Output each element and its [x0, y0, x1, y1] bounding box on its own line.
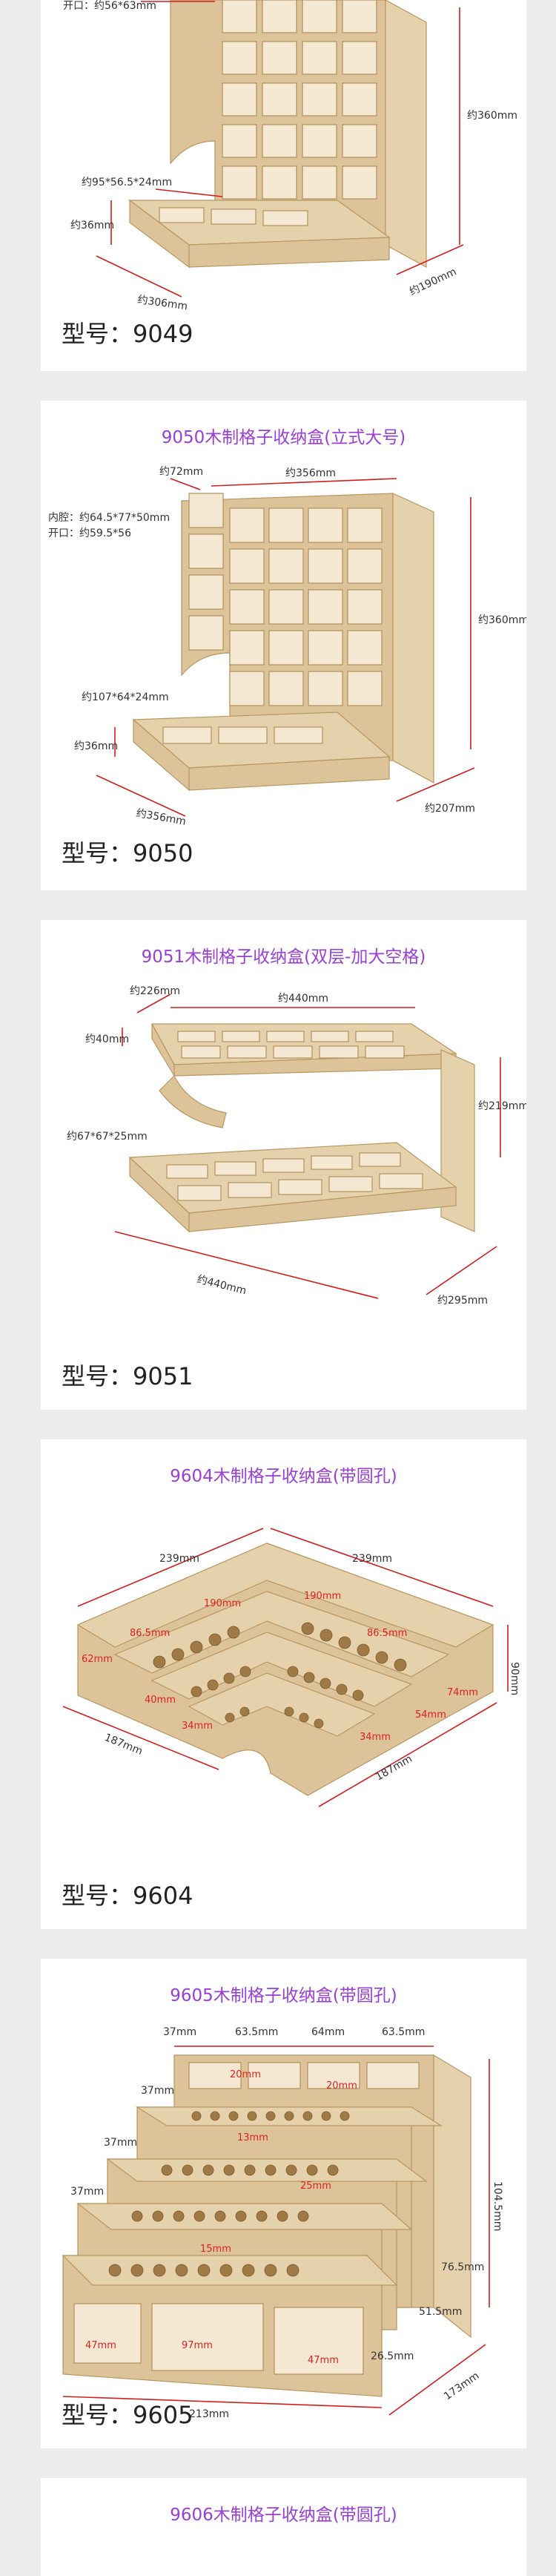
card-title: 9051木制格子收纳盒(双层-加大空格)	[141, 947, 426, 967]
label-h1: 74mm	[447, 1687, 478, 1698]
label-t3: 64mm	[311, 2026, 345, 2038]
label-depth: 约207mm	[425, 803, 475, 815]
model-number: 型号：9605	[62, 2401, 193, 2429]
label-d1: 47mm	[85, 2340, 116, 2351]
label-base-height: 约36mm	[74, 740, 118, 752]
label-top-right: 239mm	[352, 1553, 392, 1565]
label-inner-2: 86.5mm	[367, 1628, 407, 1639]
label-width: 约440mm	[196, 1273, 248, 1297]
label-tray-height: 约40mm	[85, 1034, 129, 1045]
label-s3: 37mm	[70, 2186, 104, 2198]
product-image-9050: 约72mm 约356mm 内腔：约64.5*77*50mm 开口：约59.5*5…	[48, 466, 526, 828]
model-number: 型号：9049	[62, 320, 193, 348]
label-h3: 34mm	[360, 1732, 391, 1743]
label-height: 104.5mm	[492, 2181, 503, 2231]
label-right: 187mm	[374, 1753, 414, 1784]
card-title: 9606木制格子收纳盒(带圆孔)	[170, 2506, 397, 2525]
label-r4: 25mm	[300, 2181, 331, 2192]
label-w2: 190mm	[304, 1591, 341, 1602]
product-image-9605: 37mm 63.5mm 64mm 63.5mm 37mm 37mm 37mm 1…	[62, 2026, 503, 2420]
product-card-9606: 9606木制格子收纳盒(带圆孔)	[41, 2478, 526, 2576]
label-r2: 20mm	[326, 2080, 357, 2092]
card-title: 9605木制格子收纳盒(带圆孔)	[170, 1986, 397, 2005]
label-height: 约360mm	[467, 110, 517, 122]
label-h4: 26.5mm	[371, 2350, 414, 2362]
label-height: 90mm	[509, 1662, 520, 1695]
label-h2: 54mm	[415, 1709, 446, 1721]
label-cell-size: 约95*56.5*24mm	[82, 177, 172, 188]
label-s1: 37mm	[141, 2085, 174, 2097]
label-h2: 76.5mm	[441, 2261, 484, 2273]
product-card-9050: 9050木制格子收纳盒(立式大号)	[41, 401, 526, 890]
product-card-9049: 开口：约56*63mm 约95*56.5*24mm 约36mm 约360mm 约…	[41, 0, 526, 371]
label-width: 213mm	[189, 2408, 229, 2420]
label-cell-size: 约107*64*24mm	[82, 691, 169, 703]
product-image-9049: 开口：约56*63mm 约95*56.5*24mm 约36mm 约360mm 约…	[63, 0, 517, 312]
paint-holes	[108, 2111, 350, 2277]
model-number: 型号：9604	[62, 1882, 193, 1910]
label-top-depth: 约226mm	[130, 985, 180, 997]
card-title: 9604木制格子收纳盒(带圆孔)	[170, 1467, 397, 1486]
label-h5: 34mm	[182, 1721, 213, 1732]
label-left: 187mm	[103, 1732, 145, 1758]
product-card-9051: 9051木制格子收纳盒(双层-加大空格)	[41, 920, 526, 1410]
label-h4: 40mm	[145, 1695, 176, 1706]
product-card-9605: 9605木制格子收纳盒(带圆孔)	[41, 1959, 526, 2448]
top-tray-grid	[177, 1031, 405, 1059]
label-w2: 47mm	[308, 2355, 339, 2366]
label-opening: 开口：约59.5*56	[48, 528, 131, 539]
product-image-9604: 239mm 239mm 90mm 187mm 187mm 86.5mm 86.5…	[62, 1528, 520, 1807]
label-opening: 开口：约56*63mm	[63, 0, 156, 12]
label-w1: 190mm	[204, 1598, 241, 1609]
label-depth: 约190mm	[408, 266, 458, 298]
label-w1: 97mm	[182, 2340, 213, 2351]
label-cavity: 内腔：约64.5*77*50mm	[48, 512, 170, 524]
label-top-depth: 约72mm	[159, 466, 203, 478]
label-t2: 63.5mm	[235, 2026, 278, 2038]
label-base-height: 约36mm	[70, 220, 114, 231]
bottom-tray-grid	[166, 1152, 423, 1201]
label-r3: 13mm	[237, 2132, 268, 2143]
label-height: 约219mm	[478, 1100, 526, 1112]
model-number: 型号：9051	[62, 1362, 193, 1390]
label-width: 约356mm	[135, 807, 187, 828]
label-inner-1: 86.5mm	[130, 1628, 170, 1639]
card-title: 9050木制格子收纳盒(立式大号)	[161, 428, 406, 447]
paint-holes	[153, 1622, 407, 1729]
label-top-width: 约356mm	[285, 467, 336, 479]
label-r5: 15mm	[200, 2244, 231, 2255]
product-card-9604: 9604木制格子收纳盒(带圆孔)	[41, 1439, 526, 1929]
label-r1: 20mm	[230, 2069, 261, 2080]
model-number: 型号：9050	[62, 839, 193, 867]
label-depth: 173mm	[442, 2370, 481, 2402]
label-t4: 63.5mm	[382, 2026, 425, 2038]
label-s2: 37mm	[104, 2137, 137, 2149]
label-top-width: 约440mm	[278, 993, 328, 1005]
product-image-9051: 约226mm 约440mm 约40mm 约67*67*25mm 约219mm 约…	[67, 985, 526, 1307]
label-t1: 37mm	[163, 2026, 196, 2038]
label-top-left: 239mm	[159, 1553, 199, 1565]
label-depth: 约295mm	[437, 1295, 488, 1307]
cubby-grid	[188, 493, 383, 706]
label-h3: 51.5mm	[419, 2306, 462, 2318]
label-cell-size: 约67*67*25mm	[67, 1131, 148, 1143]
cubby-grid	[222, 0, 377, 200]
label-height: 约360mm	[478, 614, 526, 626]
label-h6: 62mm	[82, 1654, 113, 1665]
